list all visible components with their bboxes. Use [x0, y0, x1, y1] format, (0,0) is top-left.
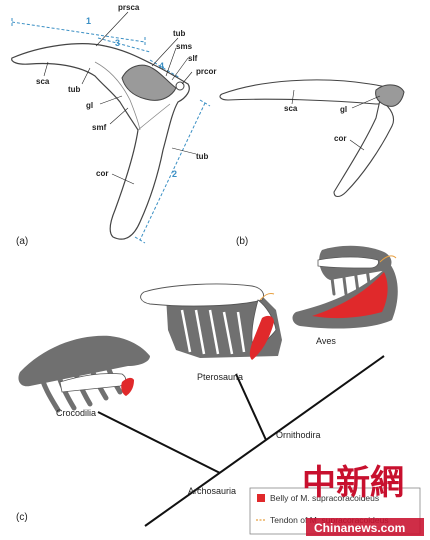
panel-a-tag: (a) [16, 236, 28, 247]
panel-b-scapulocoracoid: sca gl cor (b) [219, 79, 405, 247]
label-tub-right: tub [196, 152, 209, 161]
coracoid-b [333, 99, 395, 198]
taxon-pterosauria: Pterosauria [197, 372, 243, 382]
scapulocoracoid-bone [11, 43, 190, 240]
label-leaders-b [291, 89, 381, 151]
panel-c-tag: (c) [16, 512, 28, 523]
label-leaders [43, 11, 197, 185]
measure-2-label: 2 [172, 169, 177, 179]
label-tub-top: tub [173, 29, 186, 38]
label-prsca: prsca [118, 3, 140, 12]
phylogenetic-tree [97, 355, 385, 527]
pterosauria-skeleton [140, 283, 282, 360]
aves-muscle-belly [312, 272, 388, 319]
label-cor-b: cor [334, 134, 346, 143]
bone-suture [137, 103, 171, 131]
label-cor: cor [96, 169, 108, 178]
measure-1-label: 1 [86, 16, 91, 26]
label-sca-b: sca [284, 104, 298, 113]
measure-4-label: 4 [159, 61, 164, 71]
watermark-site: Chinanews.com [314, 521, 405, 535]
measure-3-label: 3 [115, 38, 120, 48]
legend-belly-label: Belly of M. supracoracoideus [270, 493, 379, 503]
crocodilia-skeleton [18, 335, 150, 413]
label-smf: smf [92, 123, 107, 132]
watermark-logo: 中新網 [302, 463, 404, 503]
taxon-crocodilia: Crocodilia [56, 408, 96, 418]
bone-ridge [94, 61, 141, 131]
watermark-band [306, 518, 424, 536]
node-archosauria: Archosauria [188, 486, 236, 496]
panel-a-scapulocoracoid: 1 2 3 4 prsca tub sms slf prcor sc [11, 3, 216, 247]
node-ornithodira: Ornithodira [276, 430, 321, 440]
crocodilia-muscle-belly [121, 377, 134, 396]
label-gl: gl [86, 101, 93, 110]
label-slf: slf [188, 54, 198, 63]
legend-belly-swatch [257, 494, 265, 502]
watermark: 中新網 Chinanews.com [302, 463, 424, 536]
label-tub-left: tub [68, 85, 81, 94]
label-sca: sca [36, 77, 50, 86]
label-gl-b: gl [340, 105, 347, 114]
panel-b-tag: (b) [236, 236, 248, 247]
scapula-b [219, 79, 403, 105]
taxon-aves: Aves [316, 336, 336, 346]
panel-c-phylogeny: Crocodilia Pterosauria Aves Ornithodira … [16, 245, 421, 535]
aves-tendon [379, 255, 397, 263]
label-prcor: prcor [196, 67, 216, 76]
aves-skeleton [292, 245, 398, 329]
pterosauria-muscle-belly [249, 315, 274, 360]
glenoid-b [375, 84, 405, 107]
label-sms: sms [176, 42, 193, 51]
measurement-lines [11, 18, 211, 244]
pterosauria-tendon [259, 293, 275, 301]
